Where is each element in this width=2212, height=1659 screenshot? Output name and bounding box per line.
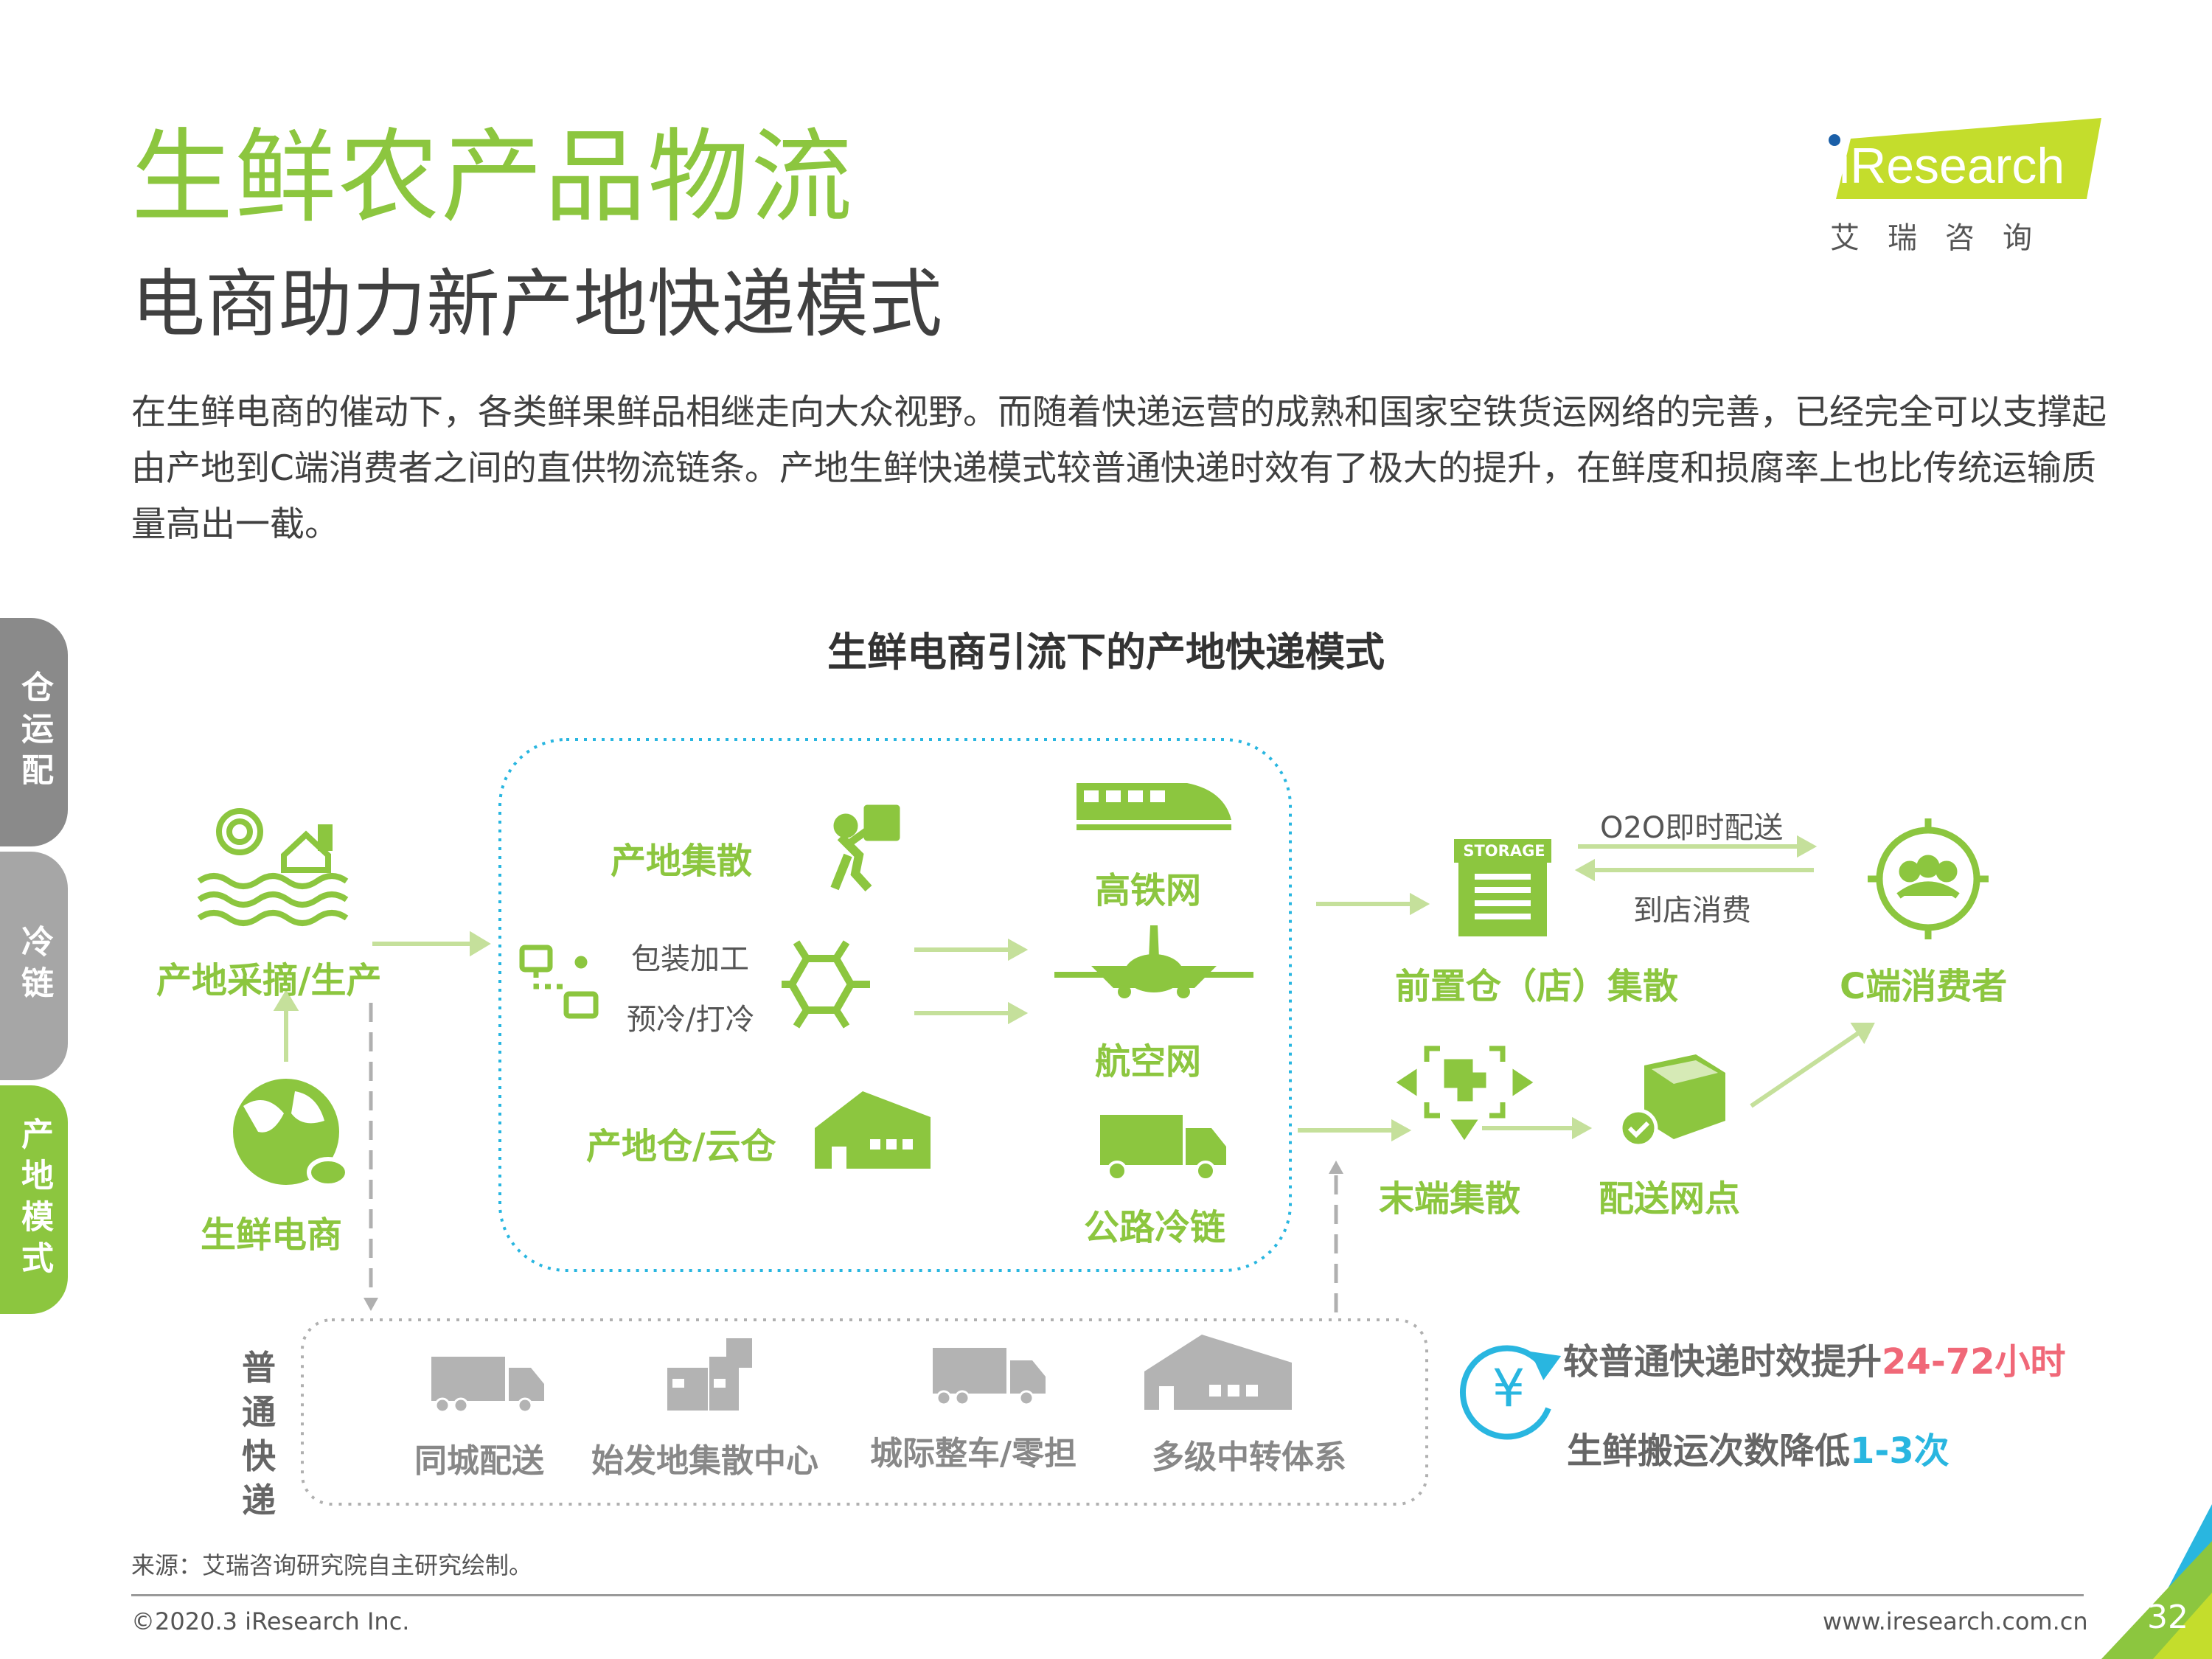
- arrows-hub-to-distribution: [1298, 892, 1430, 1142]
- label-instore: 到店消费: [1633, 894, 1751, 928]
- corner-decoration: [2101, 1504, 2212, 1659]
- warehouse-shed-icon: [815, 1091, 931, 1169]
- label-normal-express: 普通快递: [242, 1348, 276, 1520]
- page-number: 32: [2147, 1599, 2188, 1636]
- delivery-package-icon: [1618, 1054, 1725, 1148]
- copyright: ©2020.3 iResearch Inc.: [131, 1607, 410, 1635]
- stat-timeliness: 较普通快递时效提升24-72小时: [1563, 1332, 2066, 1384]
- side-tab-origin-mode[interactable]: 产地模式: [0, 1085, 68, 1314]
- ecommerce-globe-icon: [233, 1079, 349, 1188]
- label-delivery-point: 配送网点: [1599, 1178, 1741, 1220]
- label-road: 公路冷链: [1084, 1207, 1226, 1248]
- snowflake-icon: [782, 940, 870, 1029]
- label-front-warehouse: 前置仓（店）集散: [1395, 966, 1679, 1007]
- side-tab-coldchain[interactable]: 冷链: [0, 852, 68, 1080]
- label-precool: 预冷/打冷: [627, 1003, 755, 1037]
- storage-front-warehouse-icon: [1454, 839, 1551, 936]
- label-packaging: 包装加工: [631, 942, 749, 976]
- label-origin-warehouse: 产地仓/云仓: [586, 1126, 776, 1167]
- high-speed-train-icon: [1077, 783, 1231, 830]
- arrows-hub-to-transport: [914, 938, 1029, 1025]
- stat-timeliness-prefix: 较普通快递时效提升: [1563, 1341, 1882, 1382]
- diagram-title: 生鲜电商引流下的产地快递模式: [827, 629, 1385, 675]
- arrow-delivery-to-consumer: [1750, 1023, 1875, 1108]
- label-consumer: C端消费者: [1840, 966, 2008, 1007]
- arrow-lastmile-to-delivery: [1482, 1116, 1593, 1140]
- normal-step-2: 始发地集散中心: [591, 1442, 818, 1480]
- yen-glyph: ¥: [1492, 1358, 1526, 1419]
- label-air: 航空网: [1095, 1041, 1202, 1082]
- arrows-o2o-instore: [1574, 835, 1818, 882]
- side-tab-warehouse[interactable]: 仓运配: [0, 618, 68, 846]
- iresearch-logo: iResearch: [1829, 118, 2109, 199]
- normal-step-4: 多级中转体系: [1152, 1439, 1346, 1476]
- stat-handling-value: 1-3次: [1850, 1430, 1950, 1472]
- farm-origin-icon: [197, 808, 349, 926]
- arrow-origin-to-hub: [372, 931, 491, 957]
- intro-paragraph: 在生鲜电商的催动下，各类鲜果鲜品相继走向大众视野。而随着快递运营的成熟和国家空铁…: [131, 392, 2107, 545]
- website[interactable]: www.iresearch.com.cn: [1823, 1607, 2088, 1635]
- logo-brand-text: iResearch: [1839, 138, 2065, 194]
- label-o2o: O2O即时配送: [1600, 811, 1784, 845]
- stat-timeliness-value: 24-72小时: [1882, 1341, 2066, 1382]
- origin-center-boxes-icon: [667, 1338, 752, 1411]
- stat-handling-prefix: 生鲜搬运次数降低: [1567, 1430, 1851, 1472]
- road-truck-icon: [1100, 1115, 1226, 1181]
- person-carrying-box-icon: [830, 804, 900, 892]
- logo-chinese: 艾瑞咨询: [1830, 221, 2060, 255]
- hub-boundary: [498, 738, 1292, 1272]
- label-last-mile: 末端集散: [1379, 1178, 1521, 1220]
- last-mile-hub-icon: [1396, 1046, 1534, 1141]
- normal-step-1: 同城配送: [414, 1442, 544, 1480]
- multi-transfer-warehouse-icon: [1144, 1335, 1292, 1410]
- intercity-truck-icon: [933, 1348, 1046, 1406]
- label-origin-collect: 产地集散: [611, 841, 753, 882]
- yen-cycle-icon: [1459, 1345, 1562, 1440]
- airplane-icon: [1054, 925, 1253, 998]
- source-note: 来源：艾瑞咨询研究院自主研究绘制。: [131, 1551, 533, 1579]
- page-title: 生鲜农产品物流: [131, 118, 855, 237]
- consumer-group-icon: [1868, 818, 1989, 939]
- footer-divider: [131, 1594, 2084, 1596]
- packaging-flow-icon: [519, 945, 599, 1019]
- label-ecommerce: 生鲜电商: [201, 1214, 343, 1256]
- normal-step-3: 城际整车/零担: [870, 1435, 1077, 1472]
- city-truck-icon: [431, 1357, 544, 1413]
- page-subtitle: 电商助力新产地快递模式: [131, 261, 942, 347]
- arrow-ecommerce-to-origin: [273, 990, 299, 1062]
- label-origin: 产地采摘/生产: [156, 960, 382, 1001]
- label-rail: 高铁网: [1095, 870, 1202, 911]
- storage-sign: STORAGE: [1463, 842, 1545, 860]
- stat-handling: 生鲜搬运次数降低1-3次: [1567, 1422, 1950, 1473]
